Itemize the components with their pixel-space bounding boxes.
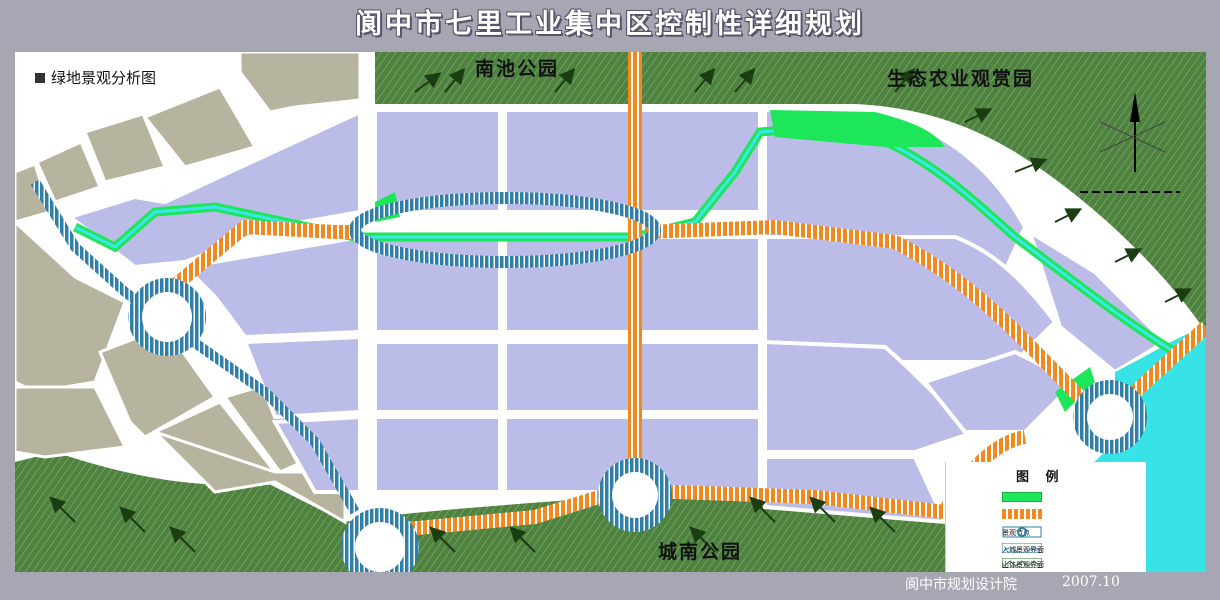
map-title: 阆中市七里工业集中区控制性详细规划 <box>355 9 865 40</box>
legend-label: 入城景观界面 <box>1002 546 1044 554</box>
legend-label: 景观节点 <box>1002 529 1030 537</box>
legend-item-public-green: 公共绿地 <box>1002 492 1042 506</box>
canal-line <box>74 128 1176 354</box>
mountain-blocks <box>15 52 362 525</box>
landscape-node-central <box>349 192 661 268</box>
park-label-agri: 生态农业观赏园 <box>887 68 1035 90</box>
green-axis-swatch-icon <box>1002 509 1042 519</box>
map-drawing <box>15 52 1206 572</box>
entry-interface-swatch-icon <box>1002 543 1042 553</box>
bullet-square-icon <box>35 72 45 83</box>
node-swatch-icon <box>1002 526 1042 538</box>
legend-item-mountain-interface: 山体景观界面 <box>1002 558 1044 572</box>
legend-item-node: 景观节点 <box>1002 526 1042 540</box>
legend-item-green-axis: 绿化景观轴 <box>1002 509 1042 523</box>
map-canvas: 绿地景观分析图 南池公园 生态农业观赏园 城南公园 图 例 公共绿地 绿化景观轴… <box>15 52 1206 572</box>
legend-item-entry-interface: 入城景观界面 <box>1002 543 1044 557</box>
north-arrow <box>1099 92 1166 172</box>
legend: 图 例 公共绿地 绿化景观轴 景观节点 入城景观界面 山体景观界面 <box>945 462 1146 572</box>
public-green-swatch-icon <box>1002 492 1042 502</box>
landscape-nodes <box>128 278 1147 572</box>
map-subtitle-text: 绿地景观分析图 <box>51 69 157 87</box>
legend-label: 山体景观界面 <box>1002 561 1044 569</box>
grassland-southwest <box>15 452 345 572</box>
public-green-ne <box>770 110 945 147</box>
footer-institute: 阆中市规划设计院 <box>905 577 1017 593</box>
view-arrows <box>49 67 1193 553</box>
legend-title: 图 例 <box>1016 470 1065 485</box>
park-label-chengnan: 城南公园 <box>658 541 743 563</box>
mountain-interface-swatch-icon <box>1002 558 1042 568</box>
footer-date: 2007.10 <box>1062 574 1120 590</box>
map-subtitle: 绿地景观分析图 <box>35 67 156 88</box>
grassland-north <box>375 52 1206 332</box>
park-label-nanchi: 南池公园 <box>475 58 560 80</box>
grassland-south <box>345 492 945 572</box>
